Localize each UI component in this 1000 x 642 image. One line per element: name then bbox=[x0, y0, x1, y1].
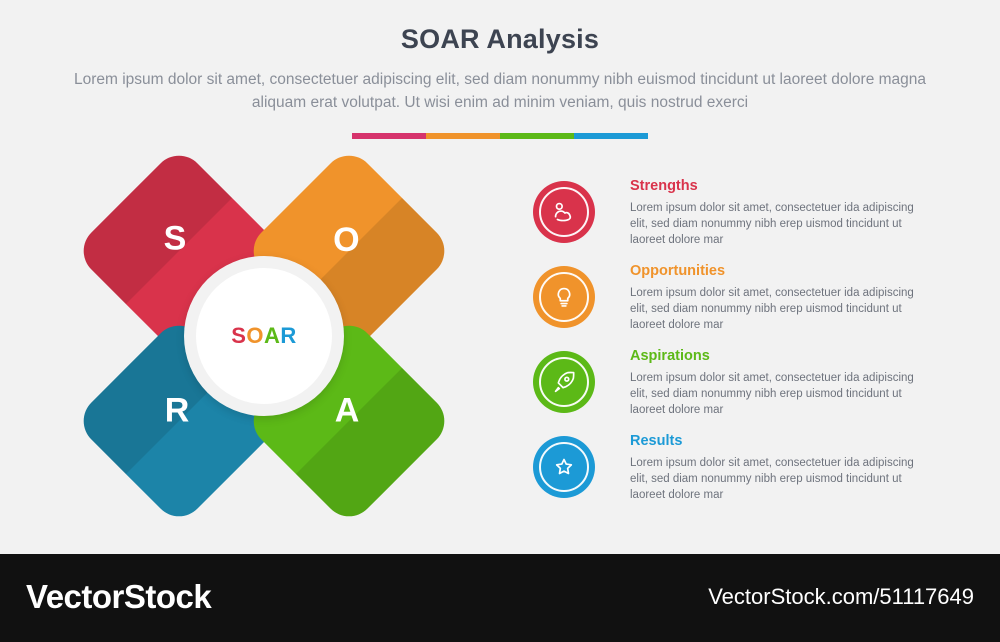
page-subtitle: Lorem ipsum dolor sit amet, consectetuer… bbox=[73, 71, 927, 111]
list-item-results[interactable]: Results Lorem ipsum dolor sit amet, cons… bbox=[533, 433, 933, 517]
soar-hub-inner: SOAR bbox=[196, 268, 332, 404]
hub-letter-s: S bbox=[231, 323, 247, 348]
list-item-aspirations[interactable]: Aspirations Lorem ipsum dolor sit amet, … bbox=[533, 348, 933, 432]
aspirations-arm-letter: A bbox=[334, 391, 360, 430]
opportunities-bullet bbox=[533, 266, 595, 328]
list-item-description: Lorem ipsum dolor sit amet, consectetuer… bbox=[630, 202, 914, 246]
strengths-bullet bbox=[533, 181, 595, 243]
list-item-description: Lorem ipsum dolor sit amet, consectetuer… bbox=[630, 372, 914, 416]
list-item-strengths[interactable]: Strengths Lorem ipsum dolor sit amet, co… bbox=[533, 178, 933, 262]
page-title: SOAR Analysis bbox=[400, 24, 600, 54]
hub-letter-o: O bbox=[246, 323, 265, 348]
soar-item-list: Strengths Lorem ipsum dolor sit amet, co… bbox=[533, 178, 933, 518]
list-item-opportunities[interactable]: Opportunities Lorem ipsum dolor sit amet… bbox=[533, 263, 933, 347]
rule-segment-4 bbox=[574, 133, 648, 139]
list-item-description: Lorem ipsum dolor sit amet, consectetuer… bbox=[630, 457, 914, 501]
star-badge-icon bbox=[539, 442, 589, 492]
vectorstock-logo: VectorStock bbox=[26, 578, 212, 615]
strengths-arm-letter: S bbox=[163, 219, 187, 258]
rule-segment-1 bbox=[352, 133, 426, 139]
list-item-title: Opportunities bbox=[630, 263, 726, 279]
hub-letter-r: R bbox=[280, 323, 297, 348]
color-rule bbox=[352, 133, 648, 139]
soar-hub-label: SOAR bbox=[231, 323, 297, 349]
vectorstock-url: VectorStock.com/51117649 bbox=[708, 584, 974, 609]
strength-arm-icon bbox=[539, 187, 589, 237]
rule-segment-2 bbox=[426, 133, 500, 139]
soar-x-diagram: S O R A SOAR bbox=[72, 144, 456, 528]
results-bullet bbox=[533, 436, 595, 498]
soar-hub: SOAR bbox=[184, 256, 344, 416]
footer-bar: VectorStock VectorStock.com/51117649 bbox=[0, 554, 1000, 642]
hub-letter-a: A bbox=[264, 323, 281, 348]
list-item-title: Results bbox=[630, 433, 683, 449]
slide-canvas: SOAR Analysis Lorem ipsum dolor sit amet… bbox=[0, 0, 1000, 554]
aspirations-bullet bbox=[533, 351, 595, 413]
rule-segment-3 bbox=[500, 133, 574, 139]
opportunities-arm-letter: O bbox=[333, 220, 360, 259]
results-arm-letter: R bbox=[164, 391, 190, 430]
list-item-title: Aspirations bbox=[630, 348, 710, 364]
list-item-description: Lorem ipsum dolor sit amet, consectetuer… bbox=[630, 287, 914, 331]
rocket-icon bbox=[539, 357, 589, 407]
lightbulb-idea-icon bbox=[539, 272, 589, 322]
list-item-title: Strengths bbox=[630, 178, 698, 194]
